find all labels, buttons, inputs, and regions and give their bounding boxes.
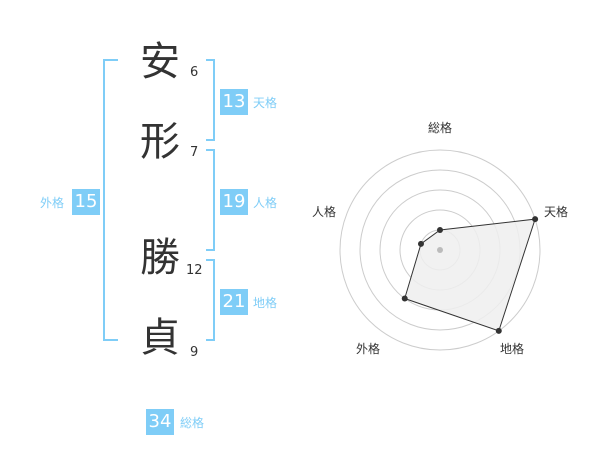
radar-axis-label-tenkaku: 天格 — [543, 205, 568, 219]
jinkaku-label: 人格 — [253, 196, 278, 210]
soukaku-label: 総格 — [180, 416, 205, 430]
name-char-3: 勝 — [140, 235, 180, 281]
radar-grid-ring — [339, 149, 541, 351]
tenkaku-label: 天格 — [253, 96, 278, 110]
chikaku-value: 21 — [220, 289, 248, 315]
name-char-4: 貞 — [140, 315, 180, 361]
radar-point-0 — [437, 227, 443, 233]
soukaku-value: 34 — [146, 409, 174, 435]
jinkaku-value: 19 — [220, 189, 248, 215]
radar-point-2 — [495, 327, 502, 334]
radar-axis-label-gaikaku: 外格 — [355, 342, 380, 356]
chikaku-bracket — [206, 259, 215, 341]
radar-axis-label-soukaku: 総格 — [427, 121, 452, 135]
radar-point-1 — [532, 216, 539, 223]
stroke-count-4: 9 — [190, 345, 199, 360]
name-char-2: 形 — [140, 119, 180, 165]
radar-value-polygon — [404, 218, 536, 332]
stroke-count-2: 7 — [190, 145, 199, 160]
name-char-1: 安 — [140, 39, 180, 85]
radar-axis-label-chikaku: 地格 — [499, 342, 524, 356]
jinkaku-bracket — [206, 149, 215, 251]
gaikaku-label: 外格 — [40, 196, 65, 210]
radar-center-dot — [437, 247, 443, 253]
radar-point-4 — [417, 240, 424, 247]
stroke-count-1: 6 — [190, 65, 199, 80]
radar-axis-label-jinkaku: 人格 — [311, 205, 336, 219]
tenkaku-bracket — [206, 59, 215, 141]
gaikaku-bracket — [103, 59, 118, 341]
stroke-count-3: 12 — [186, 263, 203, 278]
radar-point-3 — [401, 295, 408, 302]
chikaku-label: 地格 — [253, 296, 278, 310]
gaikaku-value: 15 — [72, 189, 100, 215]
tenkaku-value: 13 — [220, 89, 248, 115]
